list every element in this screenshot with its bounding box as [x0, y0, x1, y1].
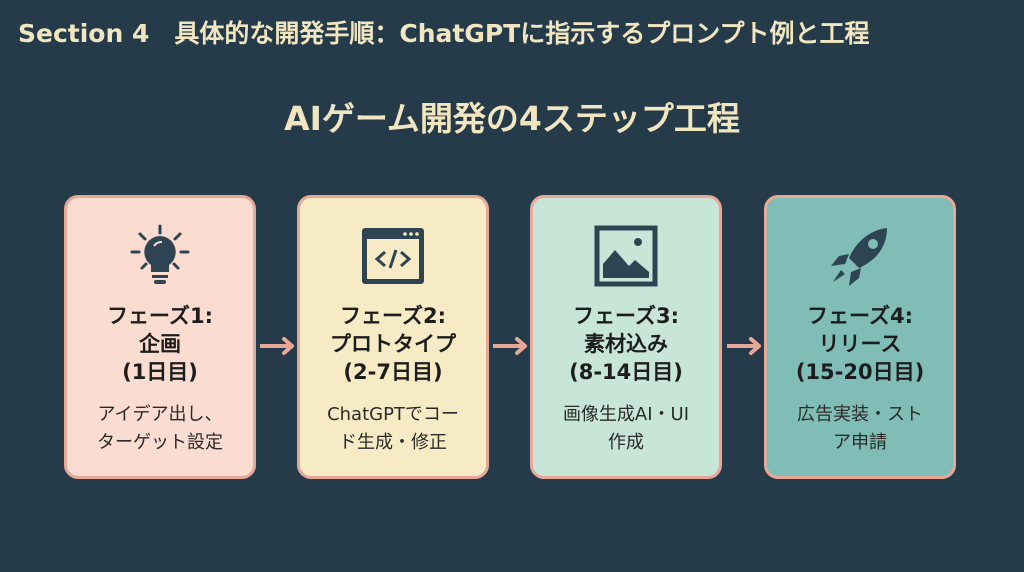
section-title: Section 4 具体的な開発手順：ChatGPTに指示するプロンプト例と工程	[18, 19, 870, 48]
phase-desc: 画像生成AI・UI	[562, 404, 690, 425]
phase-desc: 広告実装・スト	[797, 404, 923, 425]
phase-days: (15-20日目)	[795, 360, 925, 384]
phase-name: 素材込み	[584, 332, 668, 356]
image-icon	[533, 224, 719, 290]
phase-card-1: フェーズ1: 企画 (1日目) アイデア出し、ターゲット設定	[64, 195, 256, 479]
main-title: AIゲーム開発の4ステップ工程	[284, 99, 740, 138]
rocket-icon	[767, 224, 953, 290]
phase-days: (1日目)	[122, 360, 198, 384]
phase-title: フェーズ4:	[807, 304, 913, 328]
phase-days: (8-14日目)	[569, 360, 683, 384]
phase-card-3: フェーズ3: 素材込み (8-14日目) 画像生成AI・UI 作成	[530, 195, 722, 479]
phase-name: プロトタイプ	[330, 332, 456, 356]
phase-title: フェーズ2:	[340, 304, 446, 328]
phase-desc: 作成	[608, 432, 644, 453]
phase-desc: ア申請	[833, 432, 887, 453]
code-window-icon	[300, 224, 486, 290]
arrow-right-icon	[260, 337, 294, 355]
phase-desc: ChatGPTでコー	[327, 404, 459, 425]
lightbulb-icon	[67, 224, 253, 290]
phase-desc: アイデア出し、	[97, 404, 223, 425]
phase-title: フェーズ3:	[573, 304, 679, 328]
phase-name: 企画	[139, 332, 181, 356]
phase-name: リリース	[818, 332, 902, 356]
phase-desc: ド生成・修正	[339, 432, 447, 453]
arrow-right-icon	[493, 337, 527, 355]
arrow-right-icon	[727, 337, 761, 355]
phase-desc: ターゲット設定	[97, 432, 223, 453]
phase-title: フェーズ1:	[107, 304, 213, 328]
phase-card-2: フェーズ2: プロトタイプ (2-7日目) ChatGPTでコード生成・修正	[297, 195, 489, 479]
phase-card-4: フェーズ4: リリース (15-20日目) 広告実装・ストア申請	[764, 195, 956, 479]
phase-days: (2-7日目)	[343, 360, 443, 384]
